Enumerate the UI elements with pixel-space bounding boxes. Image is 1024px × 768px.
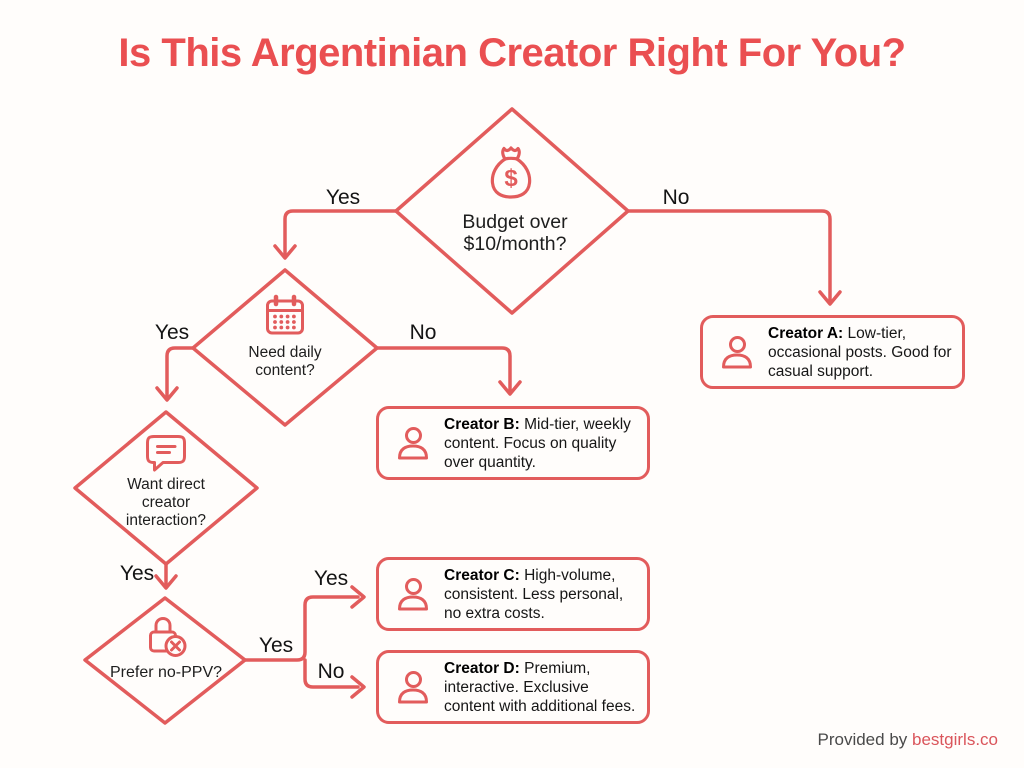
- person-icon: [395, 426, 431, 460]
- attribution: Provided by bestgirls.co: [818, 730, 999, 750]
- result-desc: High-volume, consistent. Less personal, …: [444, 566, 624, 622]
- edge-label-ppv-no: No: [317, 660, 345, 683]
- decision-diamond-ppv: [83, 596, 247, 725]
- edge-budget-yes: [283, 209, 400, 258]
- edge-ppv-no: [303, 658, 360, 689]
- arrowhead-right-icon: [350, 585, 366, 609]
- decision-diamond-daily: [191, 268, 379, 427]
- arrowhead-down-icon: [498, 380, 522, 396]
- result-card-creator-a: Creator A: Low-tier, occasional posts. G…: [700, 315, 965, 389]
- result-card-creator-d: Creator D: Premium, interactive. Exclusi…: [376, 650, 650, 724]
- edge-label-interaction-yes: Yes: [119, 562, 155, 585]
- result-label: Creator C:: [444, 566, 520, 584]
- lock-cancel-icon: [143, 613, 189, 664]
- person-icon: [395, 577, 431, 611]
- arrowhead-down-icon: [273, 244, 297, 260]
- edge-label-budget-no: No: [662, 186, 690, 209]
- edge-budget-no: [626, 209, 832, 304]
- result-card-creator-b: Creator B: Mid-tier, weekly content. Foc…: [376, 406, 650, 480]
- question-budget: Budget over $10/month?: [462, 211, 568, 255]
- calendar-icon: [264, 294, 306, 341]
- edge-label-budget-yes: Yes: [325, 186, 361, 209]
- edge-ppv-yes: [243, 595, 360, 662]
- result-desc: Low-tier, occasional posts. Good for cas…: [768, 324, 952, 380]
- decision-diamond-interaction: [73, 410, 259, 566]
- result-text-creator-d: Creator D: Premium, interactive. Exclusi…: [444, 659, 637, 716]
- result-label: Creator D:: [444, 659, 520, 677]
- edge-label-ppv-yes: Yes: [313, 567, 349, 590]
- arrowhead-down-icon: [155, 386, 179, 402]
- result-label: Creator B:: [444, 415, 520, 433]
- result-text-creator-b: Creator B: Mid-tier, weekly content. Foc…: [444, 415, 637, 472]
- decision-diamond-budget: [394, 107, 630, 315]
- edge-label-daily-yes: Yes: [154, 321, 190, 344]
- result-desc: Mid-tier, weekly content. Focus on quali…: [444, 415, 631, 471]
- chat-bubble-icon: [143, 432, 189, 477]
- arrowhead-down-icon: [818, 290, 842, 306]
- money-bag-icon: $: [486, 145, 536, 206]
- edge-daily-no: [375, 346, 512, 394]
- edge-daily-yes: [165, 346, 195, 400]
- question-ppv: Prefer no-PPV?: [109, 664, 223, 681]
- question-interaction: Want direct creator interaction?: [125, 476, 207, 529]
- dollar-glyph: $: [504, 165, 518, 192]
- arrowhead-right-icon: [350, 675, 366, 699]
- person-icon: [719, 335, 755, 369]
- person-icon: [395, 670, 431, 704]
- brand-link[interactable]: bestgirls.co: [912, 730, 998, 749]
- result-label: Creator A:: [768, 324, 844, 342]
- result-text-creator-a: Creator A: Low-tier, occasional posts. G…: [768, 324, 952, 381]
- attribution-prefix: Provided by: [817, 730, 908, 749]
- result-text-creator-c: Creator C: High-volume, consistent. Less…: [444, 566, 637, 623]
- edge-label-ppv-exit: Yes: [258, 634, 294, 657]
- edge-label-daily-no: No: [409, 321, 437, 344]
- result-card-creator-c: Creator C: High-volume, consistent. Less…: [376, 557, 650, 631]
- result-desc: Premium, interactive. Exclusive content …: [444, 659, 636, 715]
- page-title: Is This Argentinian Creator Right For Yo…: [118, 31, 906, 75]
- arrowhead-down-icon: [154, 574, 178, 590]
- question-daily-content: Need daily content?: [248, 344, 322, 379]
